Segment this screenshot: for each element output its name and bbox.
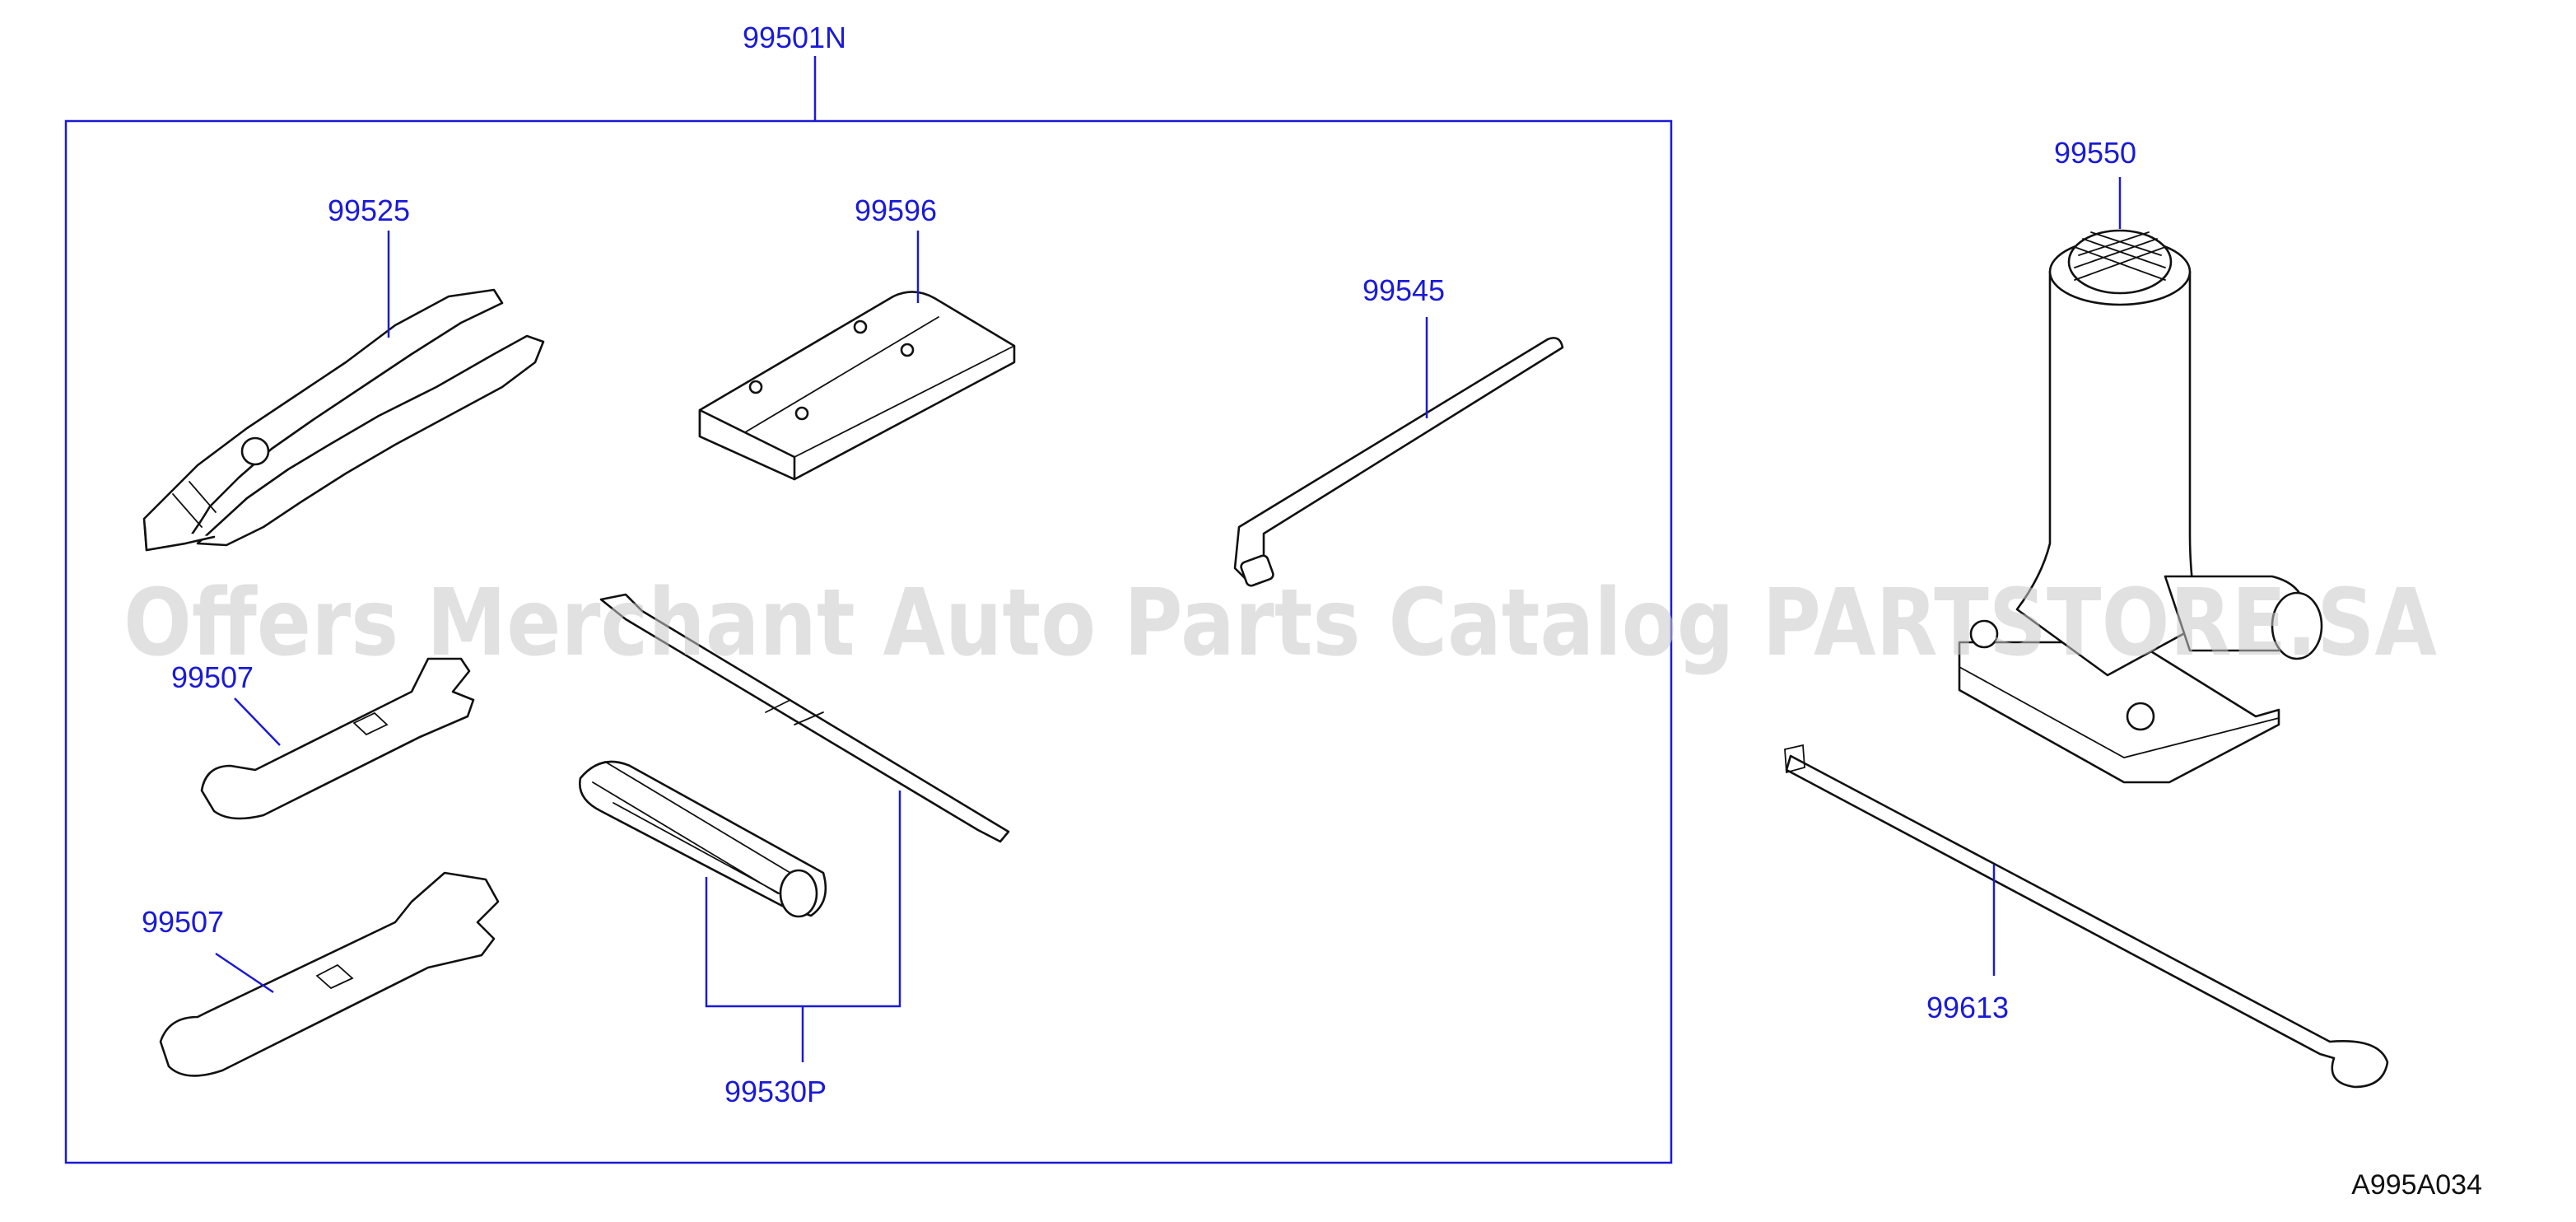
callout-wrench-b[interactable]: 99507: [142, 905, 224, 939]
handle-drawing: [578, 760, 827, 918]
callout-jack-handle[interactable]: 99613: [1926, 991, 2009, 1024]
callout-kit[interactable]: 99501N: [743, 21, 846, 54]
wrench-b-leader: [215, 952, 274, 994]
callout-jack[interactable]: 99550: [2054, 136, 2136, 170]
kit-box: [64, 119, 1673, 1164]
wrench-a-leader: [234, 697, 281, 746]
callout-wheel-wrench[interactable]: 99545: [1363, 273, 1445, 307]
jack-handle-drawing: [1784, 744, 2389, 1089]
pliers-drawing: [142, 288, 545, 552]
diagram-reference: A995A034: [2351, 1169, 2482, 1201]
holder-drawing: [698, 291, 1016, 481]
callout-wrench-a[interactable]: 99507: [171, 660, 254, 694]
callout-holder[interactable]: 99596: [855, 194, 937, 227]
wheel-wrench-drawing: [1233, 337, 1564, 587]
screwdriver-drawing: [599, 593, 1010, 843]
callout-screwdriver-set[interactable]: 99530P: [724, 1075, 827, 1108]
callout-pliers[interactable]: 99525: [328, 194, 410, 227]
screwdriver-set-leader: [705, 791, 901, 1062]
watermark-text: Offers Merchant Auto Parts Catalog PARTS…: [123, 570, 2437, 677]
jack-drawing: [1958, 229, 2323, 784]
wrench-b-drawing: [159, 871, 500, 1077]
wrench-a-drawing: [200, 657, 475, 820]
